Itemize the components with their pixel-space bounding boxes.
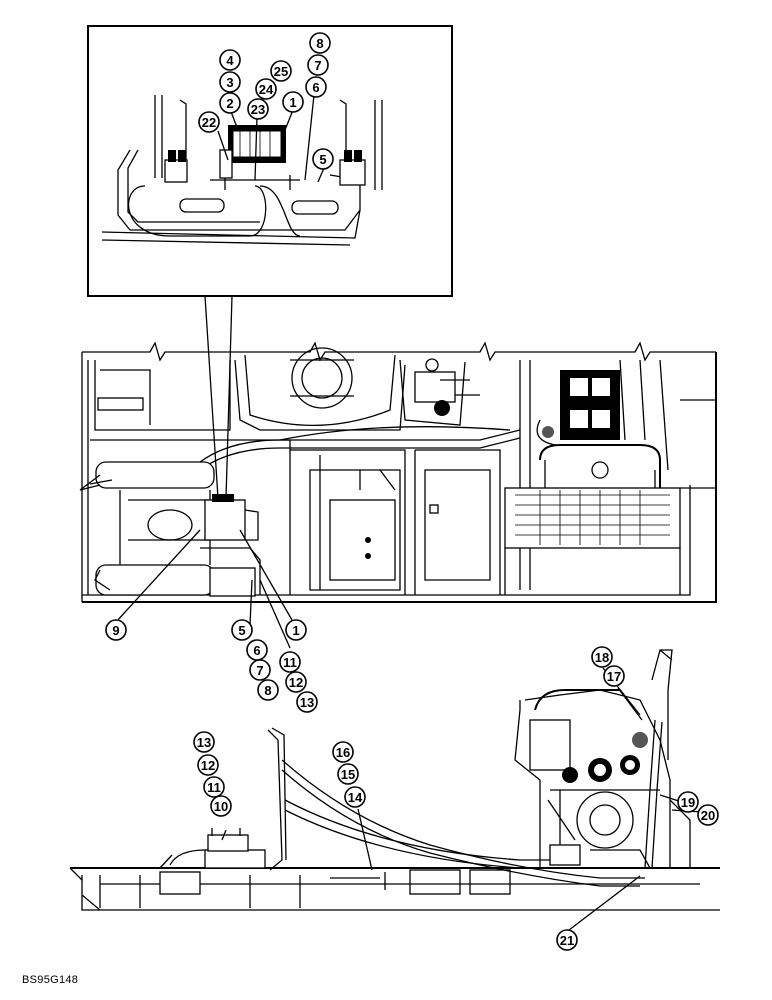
callout-label: 17 bbox=[607, 669, 621, 684]
callout-label: 5 bbox=[319, 152, 326, 167]
callout-middle-1: 1 bbox=[285, 619, 307, 641]
bottom-view bbox=[69, 649, 720, 911]
callout-inset-7: 7 bbox=[307, 54, 329, 76]
callout-label: 11 bbox=[283, 655, 297, 670]
callout-label: 13 bbox=[197, 735, 211, 750]
callout-label: 12 bbox=[201, 758, 215, 773]
callout-label: 24 bbox=[259, 82, 274, 97]
figure-code: BS95G148 bbox=[22, 974, 79, 986]
callout-middle-7: 7 bbox=[249, 659, 271, 681]
callout-middle-12: 12 bbox=[285, 671, 307, 693]
callout-bottom-16: 16 bbox=[332, 741, 354, 763]
callout-label: 16 bbox=[336, 745, 350, 760]
callout-label: 25 bbox=[274, 64, 288, 79]
callout-label: 20 bbox=[701, 808, 715, 823]
callout-bottom-15: 15 bbox=[337, 763, 359, 785]
callout-middle-9: 9 bbox=[105, 619, 127, 641]
middle-view bbox=[79, 341, 717, 603]
callout-label: 15 bbox=[341, 767, 355, 782]
callout-label: 3 bbox=[226, 75, 233, 90]
callout-inset-4: 4 bbox=[219, 49, 241, 71]
callout-label: 10 bbox=[214, 799, 228, 814]
callout-middle-11: 11 bbox=[279, 651, 301, 673]
callout-label: 9 bbox=[112, 623, 119, 638]
callout-middle-8: 8 bbox=[257, 679, 279, 701]
callout-label: 8 bbox=[264, 683, 271, 698]
callout-label: 14 bbox=[348, 790, 363, 805]
callout-label: 11 bbox=[207, 780, 221, 795]
callout-inset-25: 25 bbox=[270, 60, 292, 82]
callout-bottom-19: 19 bbox=[677, 791, 699, 813]
callout-label: 7 bbox=[256, 663, 263, 678]
callout-inset-22: 22 bbox=[198, 111, 220, 133]
callout-label: 2 bbox=[226, 96, 233, 111]
detail-leader bbox=[204, 295, 233, 499]
callout-label: 13 bbox=[300, 695, 314, 710]
callout-label: 1 bbox=[289, 95, 296, 110]
callout-bottom-10: 10 bbox=[210, 795, 232, 817]
callout-label: 1 bbox=[292, 623, 299, 638]
callout-bottom-18: 18 bbox=[591, 646, 613, 668]
bottom-leaders bbox=[221, 667, 703, 931]
callout-bottom-12: 12 bbox=[197, 754, 219, 776]
callout-label: 6 bbox=[253, 643, 260, 658]
callout-label: 7 bbox=[314, 58, 321, 73]
callout-inset-24: 24 bbox=[255, 78, 277, 100]
callout-inset-2: 2 bbox=[219, 92, 241, 114]
callout-inset-5: 5 bbox=[312, 148, 334, 170]
callout-bottom-21: 21 bbox=[556, 929, 578, 951]
callout-label: 19 bbox=[681, 795, 695, 810]
callout-bottom-13: 13 bbox=[193, 731, 215, 753]
callout-label: 5 bbox=[238, 623, 245, 638]
callout-middle-5: 5 bbox=[231, 619, 253, 641]
callout-label: 4 bbox=[226, 53, 234, 68]
callout-inset-8: 8 bbox=[309, 32, 331, 54]
callout-inset-3: 3 bbox=[219, 71, 241, 93]
callout-label: 22 bbox=[202, 115, 216, 130]
callout-bottom-20: 20 bbox=[697, 804, 719, 826]
inset-detail bbox=[87, 25, 453, 297]
callout-middle-6: 6 bbox=[246, 639, 268, 661]
callout-inset-6: 6 bbox=[305, 76, 327, 98]
callout-bottom-11: 11 bbox=[203, 776, 225, 798]
middle-leaders bbox=[115, 529, 293, 649]
callout-inset-23: 23 bbox=[247, 98, 269, 120]
callout-label: 8 bbox=[316, 36, 323, 51]
callout-label: 21 bbox=[560, 933, 574, 948]
callout-label: 18 bbox=[595, 650, 609, 665]
callout-label: 6 bbox=[312, 80, 319, 95]
callout-inset-1: 1 bbox=[282, 91, 304, 113]
callout-label: 23 bbox=[251, 102, 265, 117]
callout-bottom-17: 17 bbox=[603, 665, 625, 687]
callout-label: 12 bbox=[289, 675, 303, 690]
callout-bottom-14: 14 bbox=[344, 786, 366, 808]
callout-middle-13: 13 bbox=[296, 691, 318, 713]
